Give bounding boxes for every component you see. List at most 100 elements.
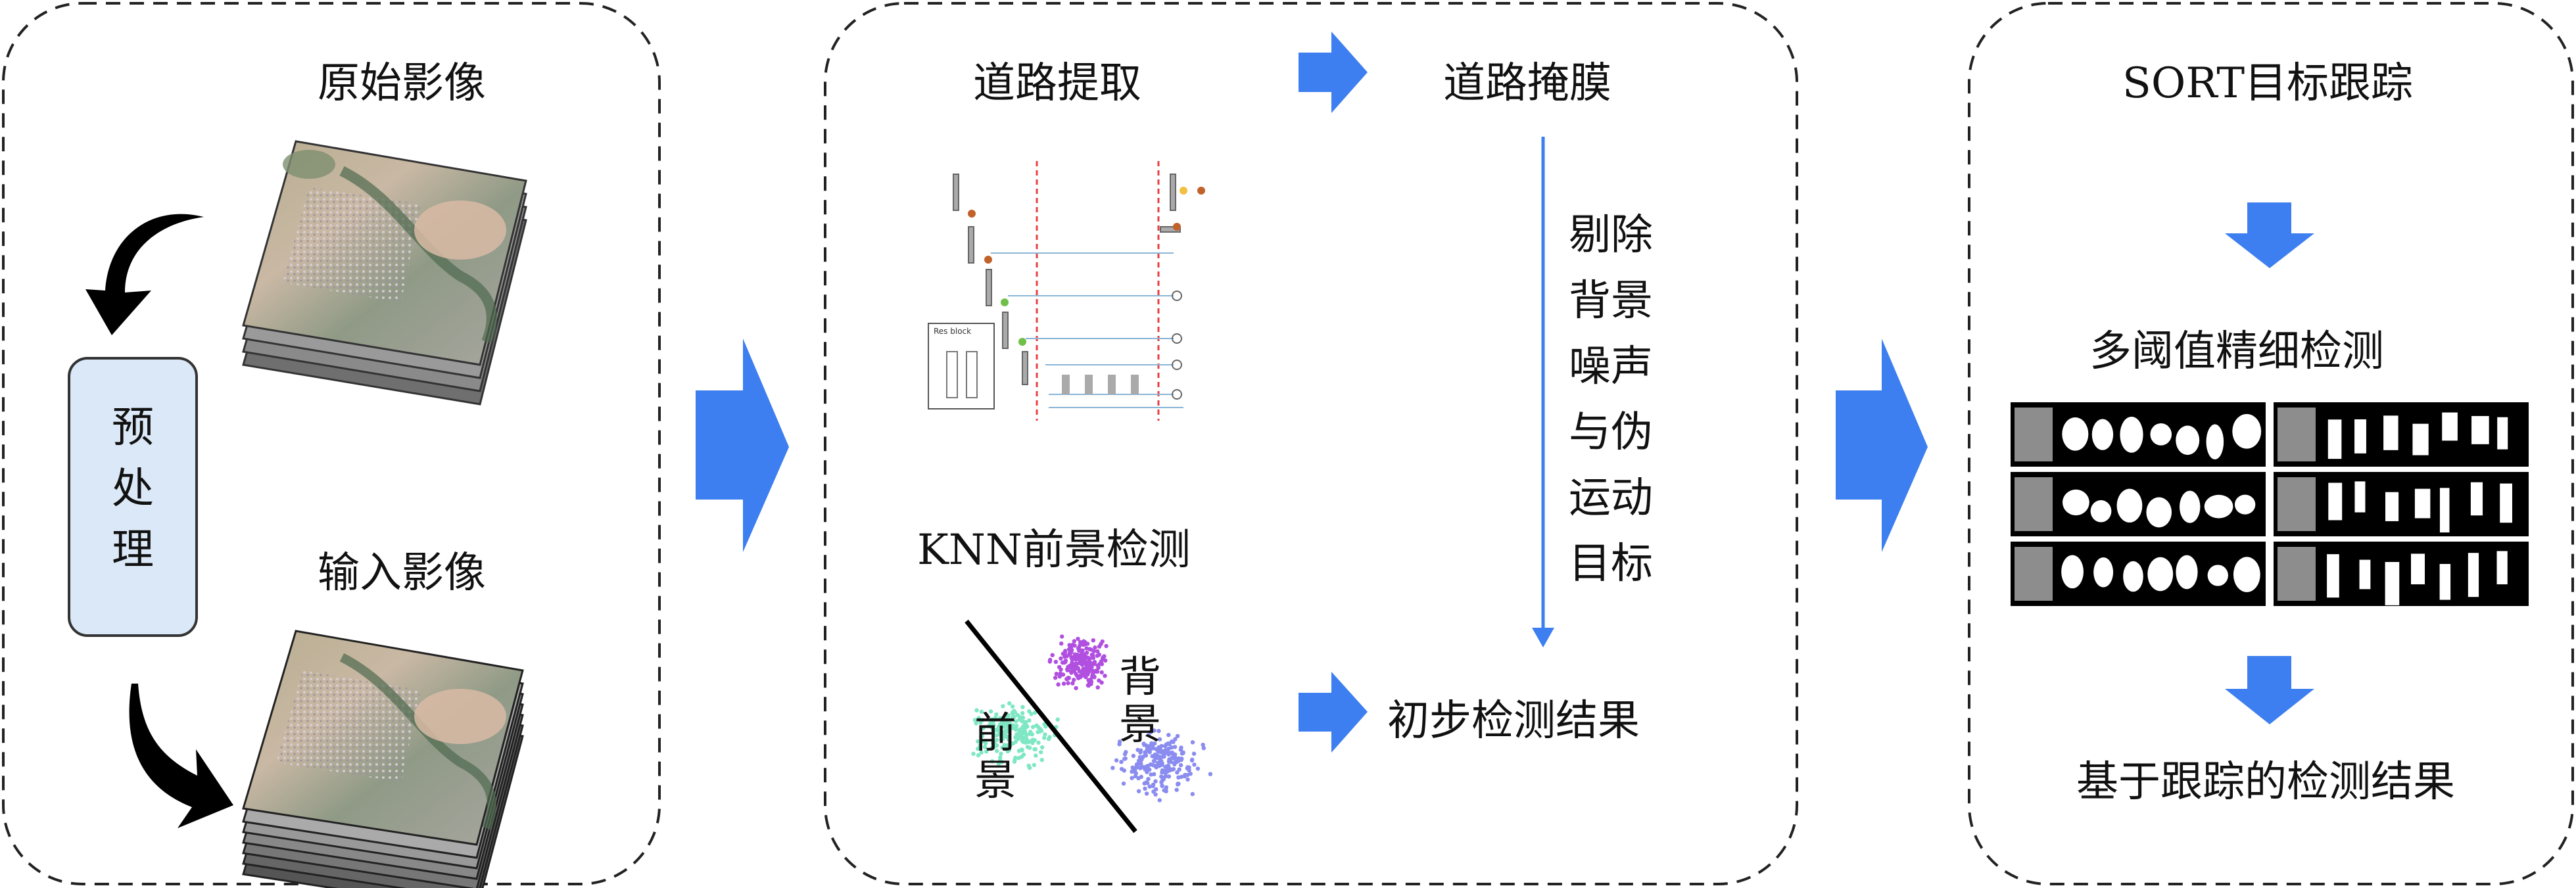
scatter-point [994,712,999,717]
knn-scatter [965,619,1213,833]
detected-blob [2090,500,2112,523]
scatter-point [1084,650,1089,655]
scatter-point [1174,787,1179,792]
scatter-point [1133,774,1138,779]
scatter-point [1070,681,1075,686]
scatter-point [1085,642,1090,646]
scatter-point [1153,792,1158,797]
scatter-point [1016,756,1021,760]
blue-right-arrow-icon [1299,672,1368,753]
scatter-point [1157,745,1162,750]
scatter-point [1086,678,1091,683]
scatter-point [978,743,982,748]
detected-blob [2061,555,2084,589]
detected-blob [2204,494,2233,519]
scatter-point [1158,750,1163,755]
scatter-point [1007,737,1011,742]
foreground-cluster-label: 前 景 [972,710,1019,805]
scatter-point [1201,746,1206,751]
scatter-point [1145,781,1150,785]
scatter-point [1136,776,1141,781]
scatter-point [1201,742,1205,747]
scatter-point [1054,671,1059,676]
original-image-label: 原始影像 [318,59,486,108]
detected-blob [2234,494,2256,515]
scatter-point [1172,745,1178,749]
scatter-point [1095,653,1100,658]
scatter-point [1007,747,1012,753]
scatter-point [1166,750,1170,755]
scatter-point [998,755,1003,760]
scatter-point [1166,733,1171,737]
scatter-point [979,735,984,739]
scatter-point [1146,777,1151,782]
scatter-point [976,753,981,758]
scatter-point [980,718,985,722]
scatter-point [1047,659,1053,664]
network-box-label: Res block [934,327,971,336]
scatter-point [1153,752,1158,757]
scatter-point [1144,764,1149,769]
tracking-result-label: 基于跟踪的检测结果 [2076,758,2455,806]
background-cluster-label: 背 景 [1116,654,1164,749]
scatter-point [983,741,988,746]
scatter-point [997,716,1003,720]
scatter-point [1059,656,1063,661]
scatter-point [1012,709,1016,713]
scatter-point [990,726,994,730]
blue-right-arrow-icon [1836,339,1928,552]
scatter-point [1089,647,1093,652]
scatter-point [1027,718,1032,723]
multi-threshold-label: 多阈值精细检测 [2089,327,2384,376]
scatter-point [982,745,988,749]
scatter-point [993,715,998,720]
scatter-point [1080,663,1085,667]
scatter-point [1180,757,1184,761]
scatter-point [1076,636,1080,642]
preprocess-char: 理 [112,525,154,574]
blue-right-arrow-icon [1299,32,1368,113]
multi-threshold-grid [2011,402,2529,606]
scatter-point [1010,704,1015,709]
scatter-point [1185,777,1190,782]
detected-blob [2091,419,2114,450]
detected-blob [2328,482,2343,521]
scatter-point [1192,762,1197,767]
scatter-point [1143,751,1148,756]
threshold-thumbnail [2015,547,2053,601]
scatter-point [1033,711,1038,715]
scatter-point [1079,654,1084,659]
scatter-point [1208,772,1213,776]
scatter-point [1117,742,1122,747]
scatter-point [1082,657,1087,661]
scatter-point [1072,643,1077,648]
input-image-stack [242,630,524,888]
detected-blob [2123,561,2143,592]
scatter-point [1057,674,1062,679]
scatter-point [1034,753,1038,758]
detected-blob [2496,551,2508,584]
curved-black-arrow-icon [129,684,233,828]
scatter-point [1178,747,1183,752]
threshold-panel [2274,472,2529,536]
scatter-point [1091,655,1096,661]
scatter-point [1159,774,1164,779]
blue-right-arrow-icon [696,339,789,552]
arrow-head-icon [1532,628,1554,647]
scatter-point [1176,782,1181,786]
scatter-point [1176,759,1181,764]
scatter-point [1100,639,1105,644]
scatter-point [1030,739,1034,744]
scatter-point [1027,709,1032,714]
scatter-point [1005,743,1010,748]
scatter-point [1053,659,1059,665]
scatter-point [1005,720,1009,726]
scatter-point [1007,701,1012,706]
scatter-point [1076,645,1081,651]
scatter-point [1162,754,1166,759]
scatter-point [1080,648,1085,653]
scatter-point [1157,737,1162,742]
scatter-point [1099,662,1105,666]
scatter-point [1046,737,1051,741]
